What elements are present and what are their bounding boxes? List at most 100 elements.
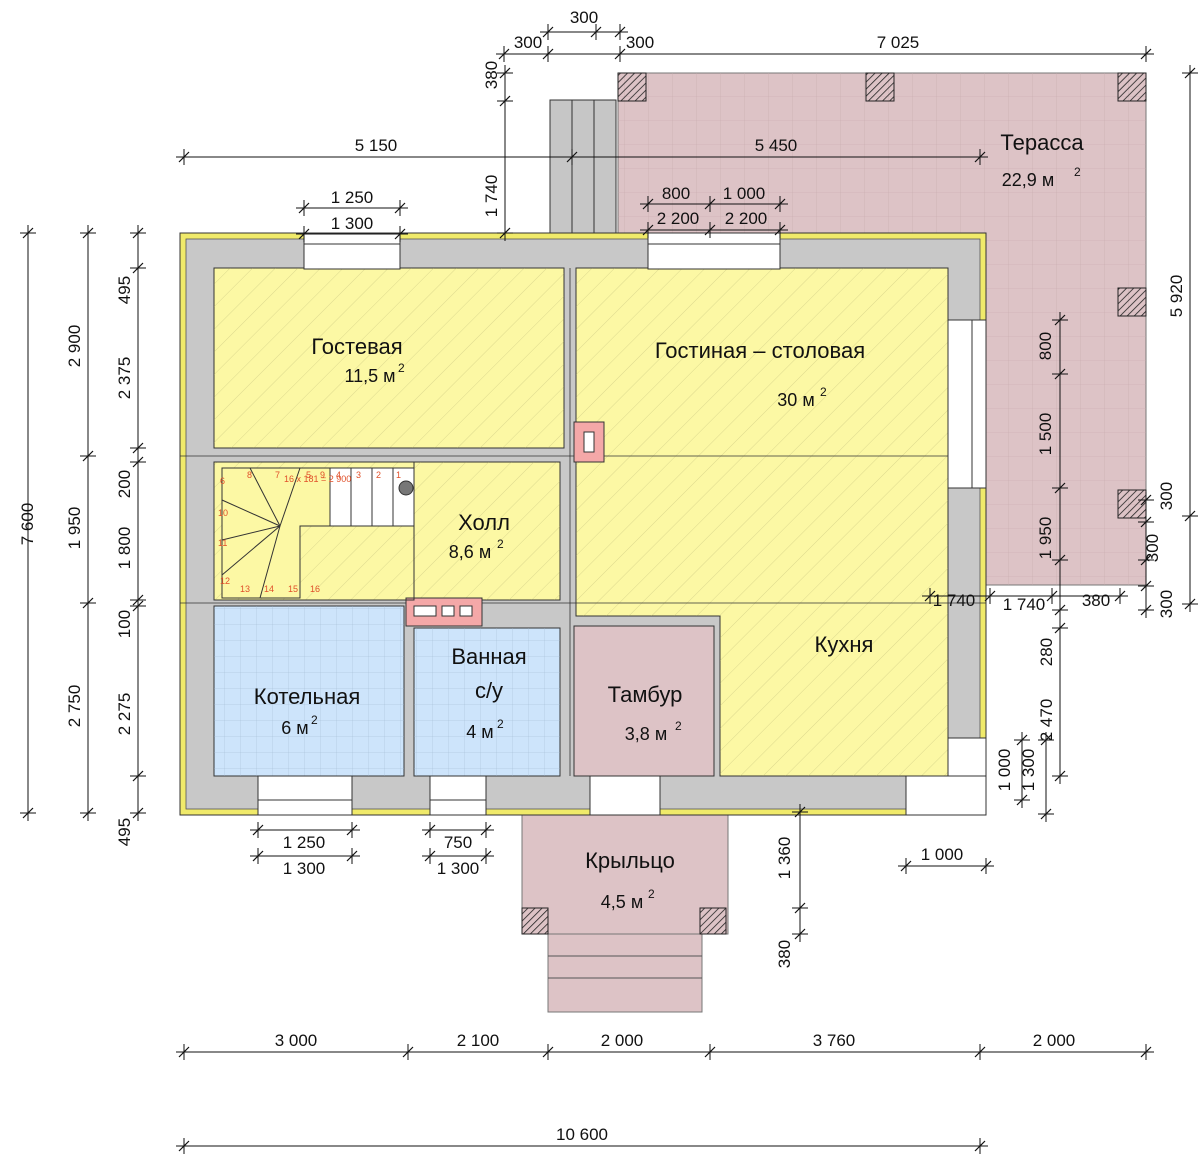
dim-line-39 bbox=[774, 198, 786, 210]
dim-right-1950: 1 950 bbox=[1036, 517, 1055, 560]
terrace-column-1 bbox=[617, 72, 647, 102]
house: 16 х 181 = 2 900 1 2 3 4 5 6 7 8 9 10 11… bbox=[179, 232, 987, 816]
dim-line-113 bbox=[1054, 604, 1066, 616]
stair-step-6: 6 bbox=[220, 476, 225, 486]
dim-line-76 bbox=[132, 456, 144, 468]
dim-line-151 bbox=[346, 850, 358, 862]
dim-line-177 bbox=[704, 1046, 716, 1058]
stair-step-1: 1 bbox=[396, 470, 401, 480]
dim-line-9 bbox=[498, 48, 510, 60]
stair-step-15: 15 bbox=[288, 584, 298, 594]
dim-left-1800: 1 800 bbox=[115, 527, 134, 570]
room-tambur bbox=[573, 625, 715, 777]
dim-line-164 bbox=[794, 806, 806, 818]
dim-line-18 bbox=[178, 151, 190, 163]
dim-line-149 bbox=[252, 850, 264, 862]
stair-step-13: 13 bbox=[240, 584, 250, 594]
dim-line-46 bbox=[774, 224, 786, 236]
dim-bottom-1300-a: 1 300 bbox=[283, 859, 326, 878]
dim-line-22 bbox=[974, 151, 986, 163]
dim-line-171 bbox=[178, 1046, 190, 1058]
dim-top-1250: 1 250 bbox=[331, 188, 374, 207]
dim-left-100: 100 bbox=[115, 610, 134, 638]
dim-right-1740-b: 1 740 bbox=[1003, 595, 1046, 614]
dim-right-300-c: 300 bbox=[1157, 590, 1176, 618]
dim-bottom-3000: 3 000 bbox=[275, 1031, 318, 1050]
area-kotelnaya: 6 м bbox=[281, 718, 308, 738]
dim-line-111 bbox=[1054, 554, 1066, 566]
sup-gostinaya: 2 bbox=[820, 385, 827, 399]
dimension-text-left: 7 600 2 900 1 950 2 750 495 2 375 200 1 … bbox=[18, 276, 134, 846]
dim-line-144 bbox=[252, 824, 264, 836]
dim-top-5450: 5 450 bbox=[755, 136, 798, 155]
window-kotelnaya bbox=[257, 775, 353, 816]
sup-krylco: 2 bbox=[648, 887, 655, 901]
dim-line-117 bbox=[1054, 770, 1066, 782]
label-holl: Холл bbox=[458, 510, 510, 535]
dim-line-53 bbox=[499, 227, 511, 239]
dim-right-800: 800 bbox=[1036, 332, 1055, 360]
dim-line-105 bbox=[1054, 314, 1066, 326]
dim-top-7025: 7 025 bbox=[877, 33, 920, 52]
dim-top-300-b: 300 bbox=[626, 33, 654, 52]
dim-left-2900: 2 900 bbox=[65, 325, 84, 368]
dim-line-100 bbox=[1140, 580, 1152, 592]
dim-line-132 bbox=[984, 590, 996, 602]
dim-top-300: 300 bbox=[570, 8, 598, 27]
stair-step-3: 3 bbox=[356, 470, 361, 480]
stair-step-9: 9 bbox=[320, 470, 325, 480]
dim-line-179 bbox=[974, 1046, 986, 1058]
dim-line-91 bbox=[1184, 598, 1196, 610]
dim-line-11 bbox=[542, 48, 554, 60]
dim-right-300-a: 300 bbox=[1157, 482, 1176, 510]
dim-line-63 bbox=[82, 450, 94, 462]
dim-right-1740-a: 1 740 bbox=[933, 591, 976, 610]
dim-line-6 bbox=[614, 26, 626, 38]
stair-step-8: 8 bbox=[247, 470, 252, 480]
dim-top-2200-a: 2 200 bbox=[657, 209, 700, 228]
dim-line-98 bbox=[1140, 554, 1152, 566]
dim-line-154 bbox=[424, 824, 436, 836]
dim-line-146 bbox=[346, 824, 358, 836]
dim-line-94 bbox=[1140, 494, 1152, 506]
dim-line-96 bbox=[1140, 516, 1152, 528]
area-holl: 8,6 м bbox=[449, 542, 491, 562]
dimension-text-top: 300 300 300 7 025 5 150 5 450 1 250 1 30… bbox=[331, 8, 920, 233]
door-terrace bbox=[647, 232, 781, 270]
dim-line-130 bbox=[924, 590, 936, 602]
label-krylco: Крыльцо bbox=[585, 848, 675, 873]
dim-bottom-3760: 3 760 bbox=[813, 1031, 856, 1050]
dim-line-159 bbox=[424, 850, 436, 862]
label-vannaya: Ванная bbox=[451, 644, 526, 669]
window-right bbox=[947, 319, 987, 489]
dim-line-120 bbox=[1016, 734, 1028, 746]
dim-line-161 bbox=[480, 850, 492, 862]
dim-right-1000-v: 1 000 bbox=[995, 749, 1014, 792]
dim-line-156 bbox=[480, 824, 492, 836]
dim-left-200: 200 bbox=[115, 470, 134, 498]
dim-line-87 bbox=[1184, 67, 1196, 79]
dimension-lines bbox=[20, 24, 1198, 1154]
sup-kotelnaya: 2 bbox=[311, 713, 318, 727]
sup-terrasa: 2 bbox=[1074, 165, 1081, 179]
stair-step-2: 2 bbox=[376, 470, 381, 480]
dim-line-51 bbox=[499, 95, 511, 107]
dim-bottom-2000-a: 2 000 bbox=[601, 1031, 644, 1050]
dim-bottom-2100: 2 100 bbox=[457, 1031, 500, 1050]
dim-right-2470: 2 470 bbox=[1037, 699, 1056, 742]
dim-line-184 bbox=[178, 1140, 190, 1152]
sup-gostevaya: 2 bbox=[398, 361, 405, 375]
dim-right-1500: 1 500 bbox=[1036, 413, 1055, 456]
terrace-column-4 bbox=[1117, 287, 1147, 317]
dim-line-125 bbox=[1040, 734, 1052, 746]
dim-line-107 bbox=[1054, 368, 1066, 380]
dim-top-v380: 380 bbox=[482, 61, 501, 89]
dim-line-70 bbox=[132, 227, 144, 239]
dim-line-173 bbox=[402, 1046, 414, 1058]
dim-right-300-b: 300 bbox=[1143, 534, 1162, 562]
area-tambur: 3,8 м bbox=[625, 724, 667, 744]
dim-line-186 bbox=[974, 1140, 986, 1152]
area-terrasa: 22,9 м bbox=[1002, 170, 1054, 190]
dim-top-800: 800 bbox=[662, 184, 690, 203]
